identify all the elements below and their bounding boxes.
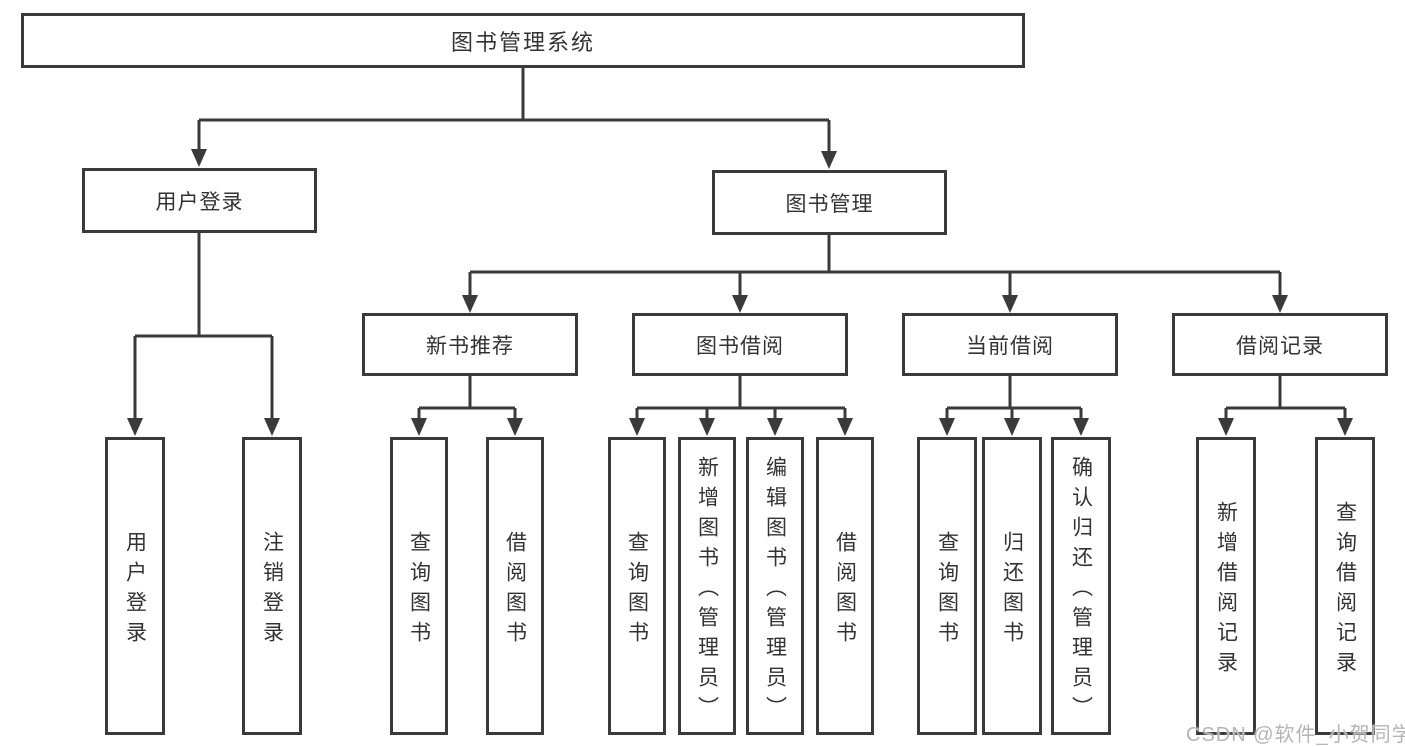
connector-book-mgmt-split [462,235,1288,313]
leaf-logout: 注销登录 [242,437,302,735]
leaf-cb-query-book: 查询图书 [917,437,977,735]
node-user-login: 用户登录 [82,168,317,233]
leaf-nb-query-book: 查询图书 [390,437,448,735]
leaf-br-add-record: 新增借阅记录 [1196,437,1256,735]
node-book-management: 图书管理 [712,170,947,235]
node-book-borrow: 图书借阅 [632,313,848,376]
node-new-book-recommend: 新书推荐 [362,313,578,376]
leaf-bb-query-book: 查询图书 [608,437,666,735]
leaf-bb-borrow-book: 借阅图书 [816,437,874,735]
connector-new-book-split [411,376,523,436]
connector-user-login-split [127,233,280,436]
connector-current-borrow-split [939,376,1089,436]
connector-root-split [191,68,837,169]
leaf-bb-edit-book-admin: 编辑图书（管理员） [746,437,804,735]
node-current-borrow: 当前借阅 [902,313,1118,376]
csdn-watermark: CSDN @软件_小贺同学 [1186,724,1405,746]
leaf-user-login: 用户登录 [105,437,165,735]
leaf-cb-return-book: 归还图书 [982,437,1042,735]
leaf-br-query-record: 查询借阅记录 [1315,437,1375,735]
leaf-nb-borrow-book: 借阅图书 [486,437,544,735]
leaf-bb-add-book-admin: 新增图书（管理员） [678,437,736,735]
node-borrow-record: 借阅记录 [1172,313,1388,376]
connector-borrow-record-split [1218,376,1353,436]
leaf-cb-confirm-return-admin: 确认归还（管理员） [1051,437,1111,735]
connector-book-borrow-split [629,376,853,436]
node-library-system: 图书管理系统 [21,13,1025,68]
